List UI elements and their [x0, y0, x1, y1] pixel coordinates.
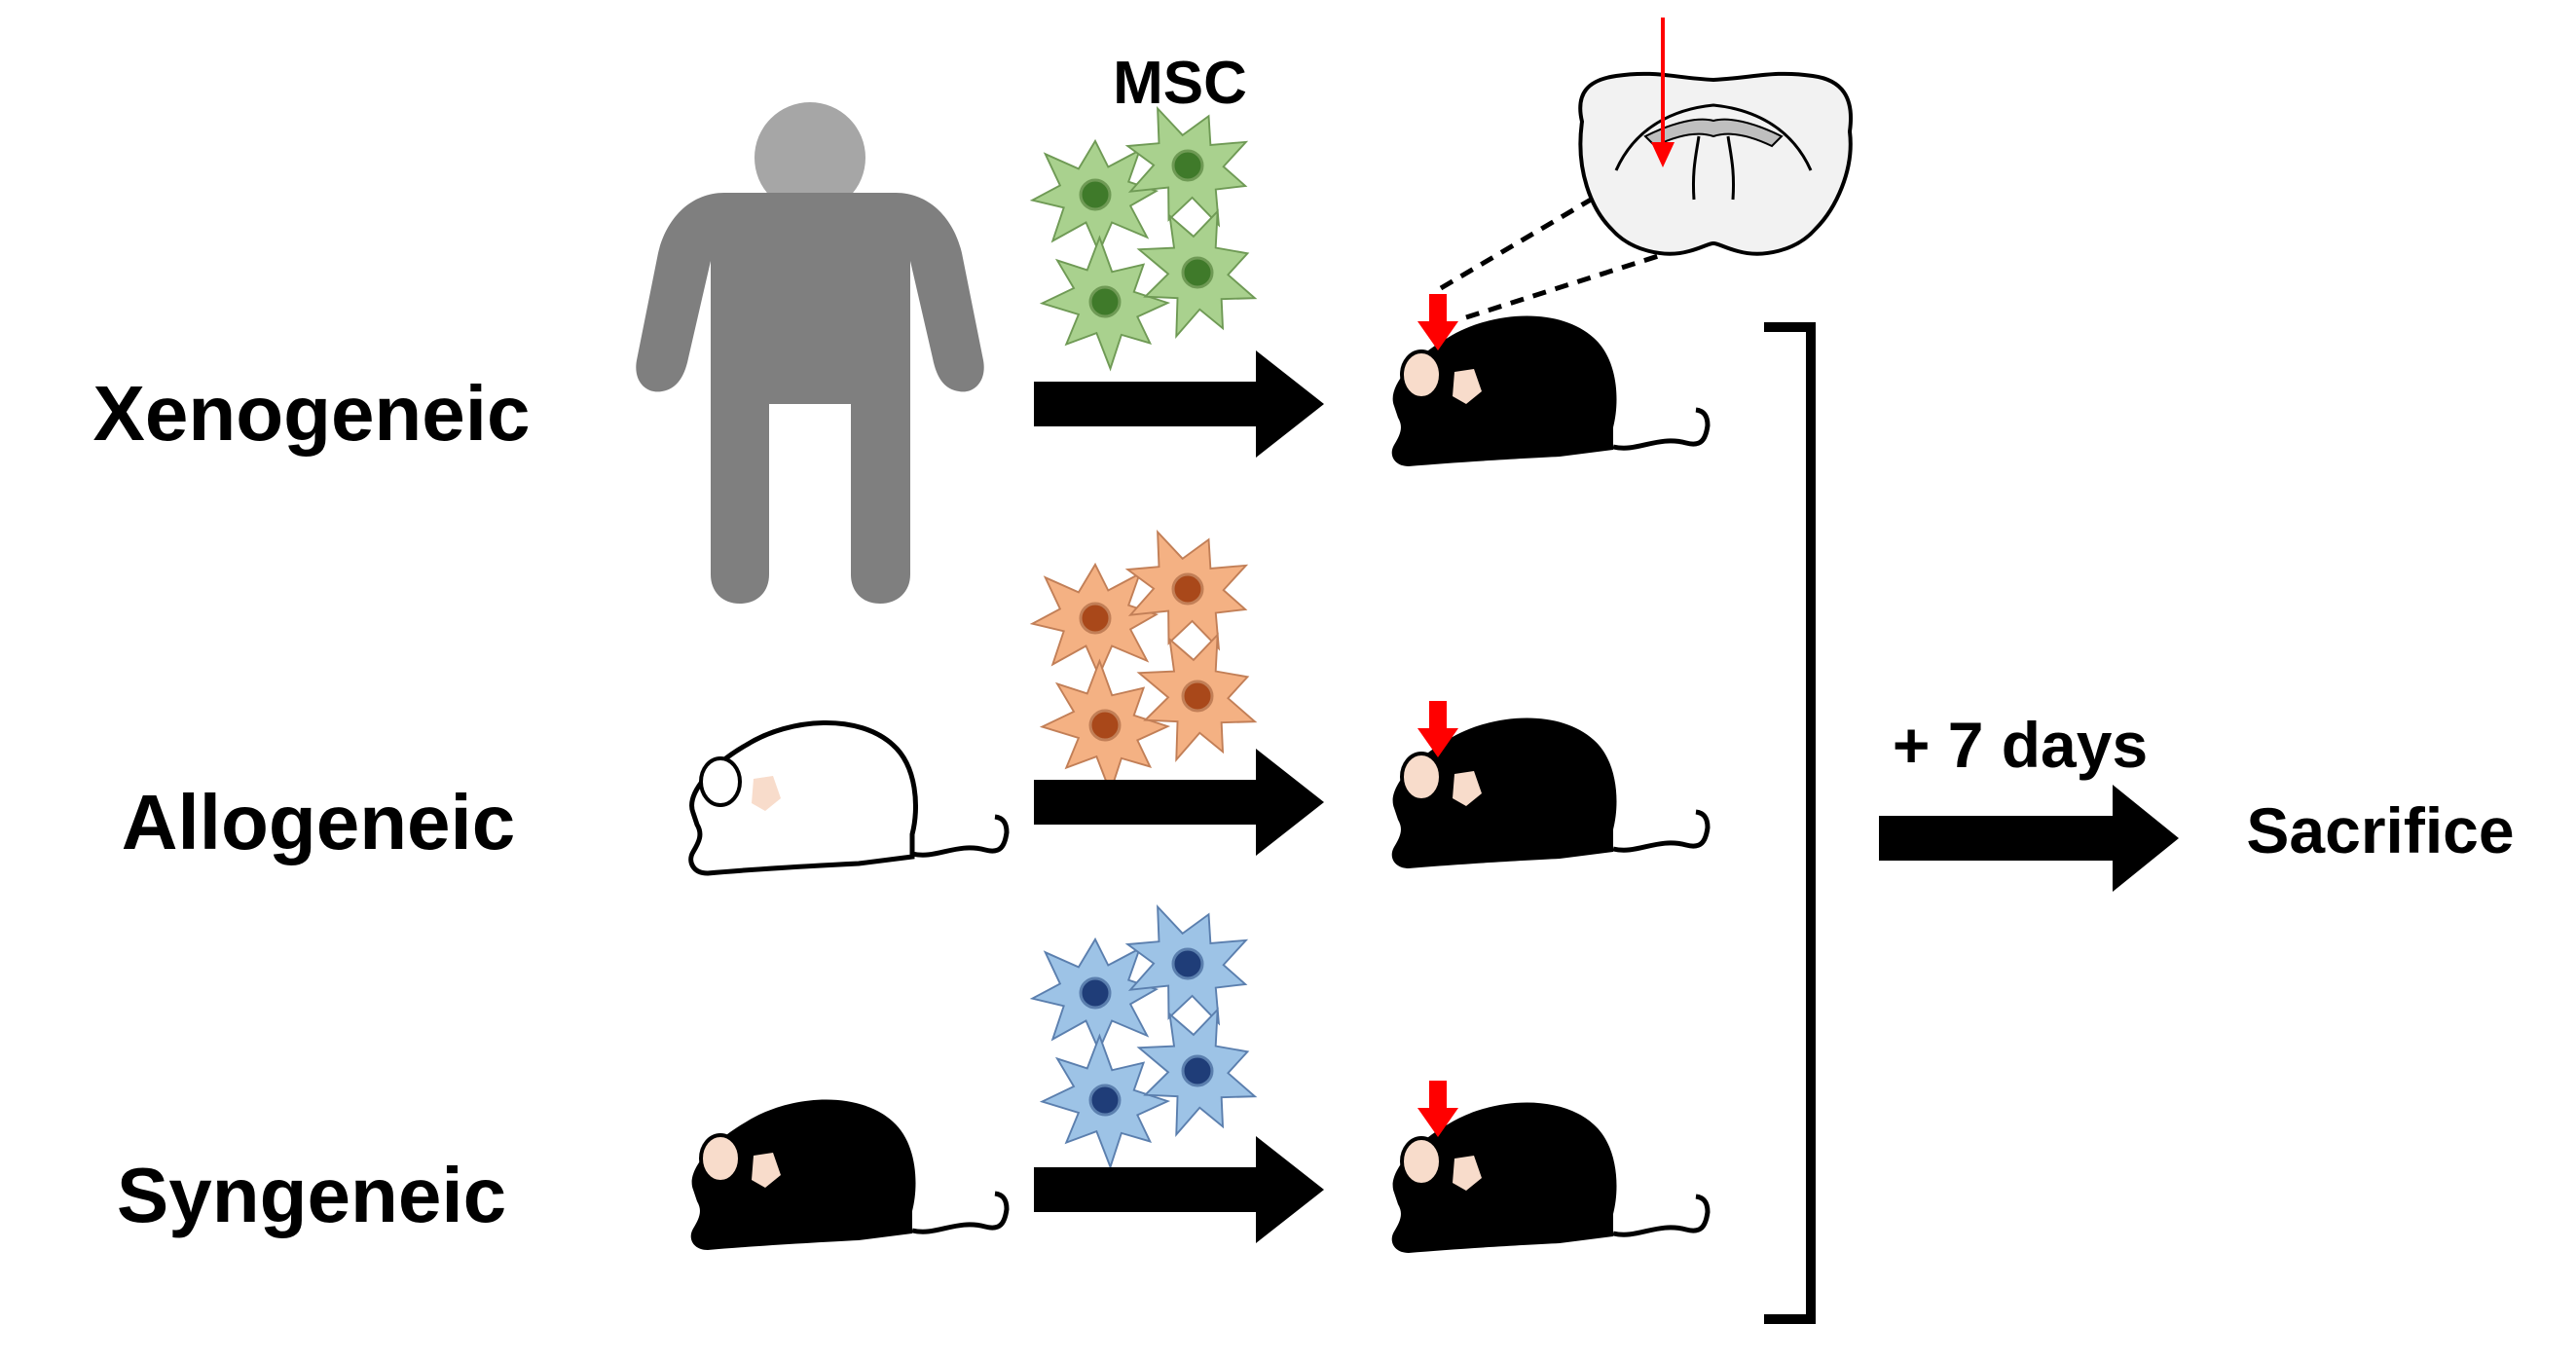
msc-nucleus — [1181, 1054, 1214, 1087]
injection-arrow-icon — [1417, 294, 1458, 1137]
human-icon — [636, 102, 984, 604]
msc-nucleus — [1079, 178, 1112, 211]
endpoint-label: Sacrifice — [2246, 794, 2514, 866]
bracket-icon — [1764, 322, 1816, 1324]
mouse-recipient-icon — [1391, 315, 1711, 466]
msc-nucleus — [1181, 680, 1214, 713]
msc-nucleus — [1171, 947, 1204, 980]
row-label-syngeneic: Syngeneic — [117, 1152, 506, 1238]
brain-section-icon — [1578, 18, 1853, 256]
row-label-allogeneic: Allogeneic — [122, 779, 516, 865]
msc-nucleus — [1171, 572, 1204, 606]
interval-label: + 7 days — [1893, 709, 2148, 781]
msc-header-label: MSC — [1113, 50, 1247, 117]
msc-nucleus — [1088, 709, 1122, 742]
mouse-recipient-icon — [1391, 717, 1711, 868]
right-arrow-icon — [1034, 350, 1324, 1243]
msc-nucleus — [1079, 976, 1112, 1010]
msc-cells-icon-xenogeneic — [1018, 91, 1270, 386]
msc-cells-icon-syngeneic — [1018, 889, 1270, 1185]
msc-nucleus — [1088, 285, 1122, 318]
msc-cells-icon-allogeneic — [1018, 514, 1270, 810]
msc-nucleus — [1079, 602, 1112, 635]
msc-nucleus — [1171, 149, 1204, 182]
black-mouse-icon — [690, 1099, 1010, 1250]
mouse-recipient-icon — [1391, 1102, 1711, 1253]
row-label-xenogeneic: Xenogeneic — [92, 370, 530, 457]
right-arrow-icon — [1879, 785, 2179, 892]
msc-nucleus — [1088, 1084, 1122, 1117]
white-mouse-icon — [691, 722, 1010, 873]
msc-nucleus — [1181, 256, 1214, 289]
